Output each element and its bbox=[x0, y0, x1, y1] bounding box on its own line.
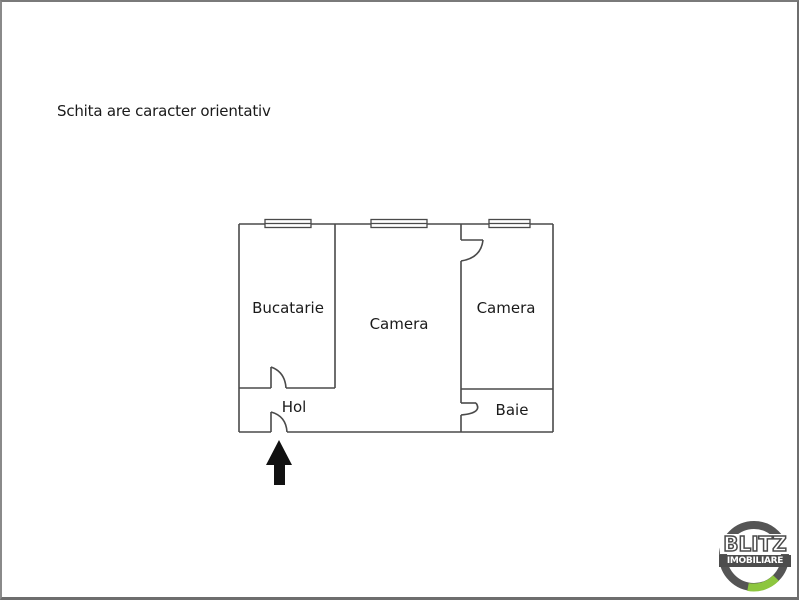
room-label-kitchen: Bucatarie bbox=[252, 299, 324, 317]
disclaimer-note: Schita are caracter orientativ bbox=[57, 102, 271, 120]
bathroom-door-swing bbox=[460, 402, 479, 416]
logo-subtitle-text: IMOBILIARE bbox=[719, 555, 791, 567]
bedroom-door-swing bbox=[460, 239, 484, 262]
logo-brand-text: BLITZ bbox=[720, 533, 790, 555]
entrance-arrow-icon bbox=[266, 440, 292, 485]
entrance-door-swing bbox=[270, 411, 288, 433]
room-label-living: Camera bbox=[369, 315, 429, 333]
kitchen-door-swing bbox=[270, 366, 287, 389]
room-label-bathroom: Baie bbox=[495, 401, 529, 419]
room-label-hall: Hol bbox=[281, 398, 307, 416]
room-label-bedroom: Camera bbox=[476, 299, 536, 317]
